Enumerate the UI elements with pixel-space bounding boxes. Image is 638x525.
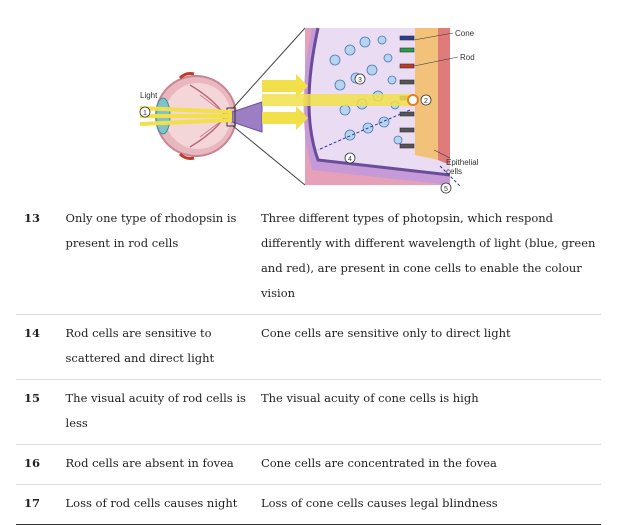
svg-text:3: 3 (358, 77, 362, 84)
table-row: 13 Only one type of rhodopsin is present… (16, 200, 601, 315)
rod-cell-text: The visual acuity of rod cells is less (66, 380, 261, 445)
table-row: 15 The visual acuity of rod cells is les… (16, 380, 601, 445)
retina-diagram: Light Cone Rod Epithelial cells 1 2 3 4 … (0, 0, 638, 200)
marker-4: 4 (345, 153, 355, 163)
row-number: 15 (16, 380, 66, 445)
marker-2: 2 (421, 95, 431, 105)
svg-text:4: 4 (348, 156, 352, 163)
svg-text:5: 5 (444, 186, 448, 193)
marker-1: 1 (140, 107, 150, 117)
label-cone: Cone (455, 29, 475, 38)
label-light: Light (140, 91, 158, 100)
table-row: 17 Loss of rod cells causes night Loss o… (16, 485, 601, 525)
row-number: 16 (16, 445, 66, 485)
comparison-table: 13 Only one type of rhodopsin is present… (16, 200, 601, 525)
cone-cell-text: Loss of cone cells causes legal blindnes… (261, 485, 601, 525)
row-number: 13 (16, 200, 66, 315)
label-epithelial-line2: cells (446, 167, 462, 176)
table-row: 16 Rod cells are absent in fovea Cone ce… (16, 445, 601, 485)
cone-cell-text: Cone cells are concentrated in the fovea (261, 445, 601, 485)
rod-cell-text: Rod cells are sensitive to scattered and… (66, 315, 261, 380)
cone-cell-text: Three different types of photopsin, whic… (261, 200, 601, 315)
marker-3: 3 (355, 74, 365, 84)
row-number: 14 (16, 315, 66, 380)
rod-cell-text: Rod cells are absent in fovea (66, 445, 261, 485)
svg-text:1: 1 (143, 110, 147, 117)
label-rod: Rod (460, 53, 475, 62)
rod-cell-text: Only one type of rhodopsin is present in… (66, 200, 261, 315)
cone-cell-text: The visual acuity of cone cells is high (261, 380, 601, 445)
label-epithelial-line1: Epithelial (446, 158, 479, 167)
row-number: 17 (16, 485, 66, 525)
table-row: 14 Rod cells are sensitive to scattered … (16, 315, 601, 380)
light-beams (140, 108, 232, 124)
marker-5: 5 (441, 183, 451, 193)
svg-text:2: 2 (424, 98, 428, 105)
cone-cell-text: Cone cells are sensitive only to direct … (261, 315, 601, 380)
rod-cell-text: Loss of rod cells causes night (66, 485, 261, 525)
retina-cross-section (262, 28, 460, 186)
